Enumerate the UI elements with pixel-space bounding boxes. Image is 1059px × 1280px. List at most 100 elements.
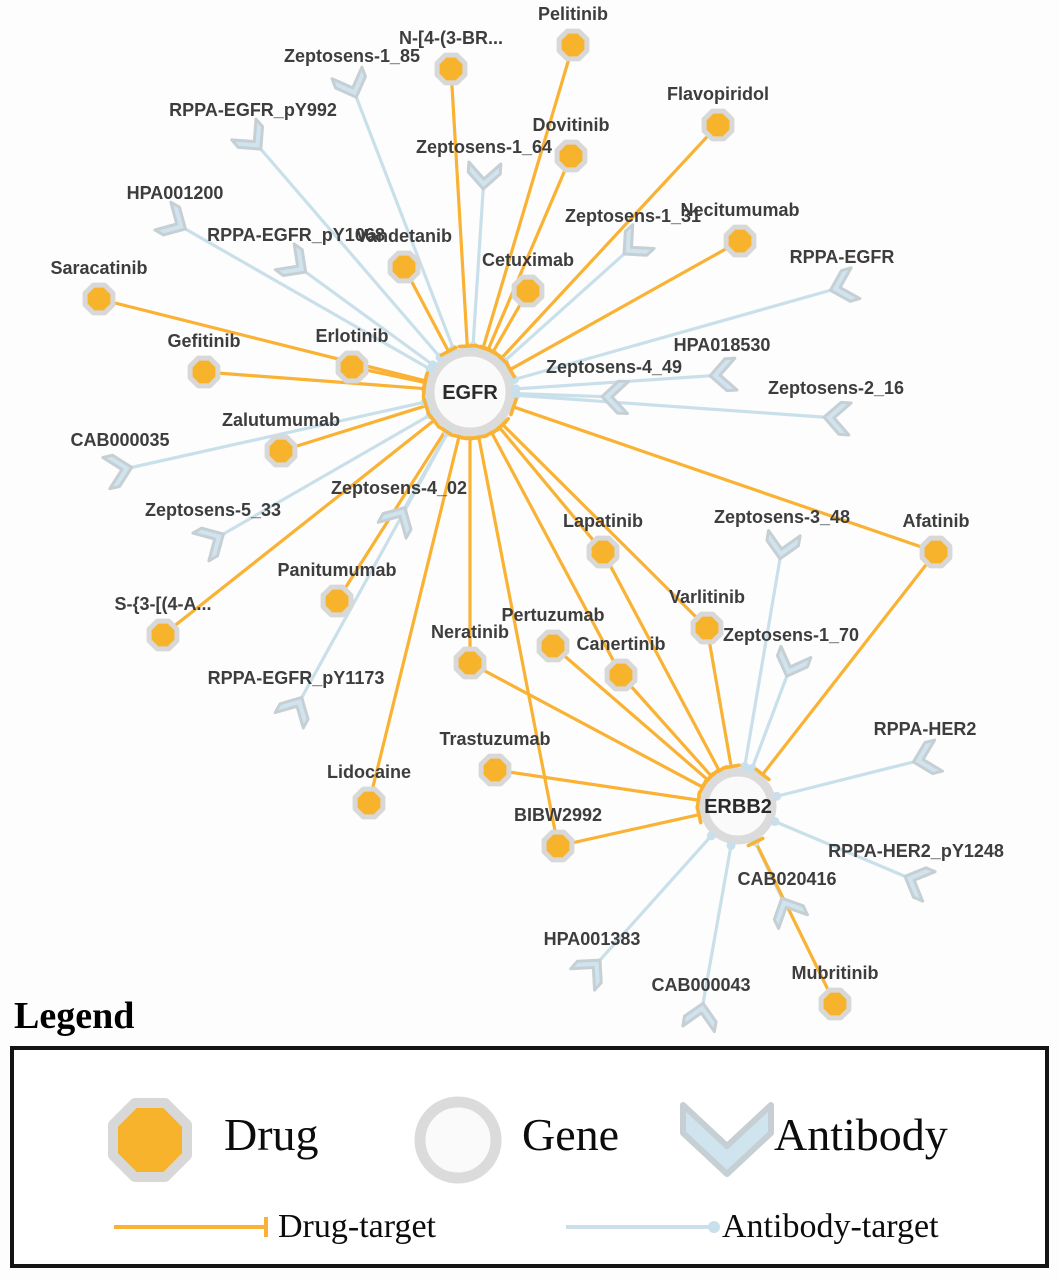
drug-edge-tee <box>484 346 502 358</box>
gene-node-egfr: EGFR <box>425 347 515 437</box>
antibody-node-label: Zeptosens-4_02 <box>331 478 467 498</box>
drug-edge-tee <box>427 412 441 429</box>
drug-edge-tee <box>504 360 516 379</box>
antibody-chevron <box>569 958 603 992</box>
antibody-edge-dot <box>706 831 716 841</box>
antibody-chevron <box>600 379 631 415</box>
antibody-node-label: HPA001200 <box>127 183 224 203</box>
antibody-edge-dot <box>747 764 757 774</box>
antibody-node-rppa-egfr <box>828 266 862 303</box>
antibody-node-cab000043 <box>681 1001 718 1034</box>
drug-target-edge <box>705 627 733 767</box>
antibody-edge-dot <box>740 762 750 772</box>
drug-target-edge <box>490 431 623 676</box>
drug-octagon <box>108 1098 192 1182</box>
drug-node-label: Erlotinib <box>316 326 389 346</box>
antibody-chevron <box>376 506 413 540</box>
antibody-chevron <box>775 644 813 678</box>
drug-node-zalutumumab <box>264 434 298 468</box>
drug-octagon <box>701 108 735 142</box>
drug-target-edge <box>512 405 937 554</box>
drug-node-erlotinib <box>335 350 369 384</box>
gene-circle <box>414 1096 502 1184</box>
drug-edge-tee <box>457 343 478 349</box>
drug-node-panitumumab <box>320 584 354 618</box>
drug-node-label: Necitumumab <box>680 200 799 220</box>
antibody-target-edge <box>776 757 926 798</box>
antibody-chevron <box>101 453 134 491</box>
drug-edge-tee <box>703 769 720 784</box>
antibody-node-zeptosens-4-49 <box>600 379 631 415</box>
drug-octagon <box>478 753 512 787</box>
antibody-node-label: RPPA-EGFR_pY1068 <box>207 225 385 245</box>
antibody-edge-dot <box>772 791 782 801</box>
drug-target-edge <box>280 404 427 453</box>
drug-node-label: Trastuzumab <box>439 729 550 749</box>
antibody-node-zeptosens-1-64 <box>466 160 503 191</box>
drug-node-label: N-[4-(3-BR... <box>399 28 503 48</box>
antibody-target-dot <box>708 1221 720 1233</box>
gene-node-erbb2: ERBB2 <box>699 767 777 845</box>
antibody-node-zeptosens-5-33 <box>191 526 225 563</box>
drug-node-varlitinib <box>690 611 724 645</box>
antibody-node-rppa-her2 <box>911 738 944 776</box>
drug-node-label: Lapatinib <box>563 511 643 531</box>
antibody-node-label: Zeptosens-1_31 <box>565 206 701 226</box>
antibody-node-label: Zeptosens-1_64 <box>416 137 552 157</box>
drug-node-label: Cetuximab <box>482 250 574 270</box>
antibody-edge-dot <box>511 390 521 400</box>
antibody-icon <box>680 1102 774 1177</box>
antibody-target-edge <box>699 845 733 1016</box>
drug-target-edge <box>203 370 425 391</box>
antibody-node-hpa001200 <box>153 200 187 237</box>
antibody-node-label: HPA018530 <box>674 335 771 355</box>
drug-node-pelitinib <box>556 28 590 62</box>
drug-node-flavopiridol <box>701 108 735 142</box>
drug-node-mubritinib <box>818 987 852 1021</box>
drug-node-neratinib <box>453 646 487 680</box>
antibody-chevron <box>466 160 503 191</box>
antibody-target-edge <box>119 400 426 472</box>
drug-octagon <box>335 350 369 384</box>
antibody-node-label: HPA001383 <box>544 929 641 949</box>
antibody-chevron <box>765 529 802 561</box>
antibody-target-edge <box>174 221 431 371</box>
drug-node-label: S-{3-[(4-A... <box>114 594 211 614</box>
antibody-node-zeptosens-1-31 <box>622 223 656 257</box>
drug-target-edge <box>498 426 605 554</box>
legend-drug-label: Drug <box>224 1109 319 1160</box>
drug-node-label: Flavopiridol <box>667 84 769 104</box>
drug-octagon <box>82 282 116 316</box>
drug-target-edge <box>500 123 720 360</box>
gene-circle <box>699 767 777 845</box>
antibody-node-label: CAB000043 <box>651 975 750 995</box>
drug-octagon <box>387 250 421 284</box>
drug-octagon <box>690 611 724 645</box>
drug-octagon <box>536 629 570 663</box>
drug-octagon <box>264 434 298 468</box>
drug-node-label: BIBW2992 <box>514 805 602 825</box>
drug-target-edge <box>501 423 709 630</box>
antibody-node-rppa-egfr-py1068 <box>273 242 308 278</box>
antibody-edge-dot <box>509 375 519 385</box>
antibody-node-label: Zeptosens-5_33 <box>145 500 281 520</box>
drug-node-n-4-3-br <box>434 52 468 86</box>
drug-edge-tee <box>509 397 518 417</box>
antibody-node-label: RPPA-EGFR_pY1173 <box>208 668 385 688</box>
antibody-target-edge <box>471 176 486 347</box>
antibody-node-rppa-egfr-py992 <box>230 117 265 151</box>
drug-node-afatinib <box>919 535 953 569</box>
drug-node-bibw2992 <box>541 829 575 863</box>
drug-target-edge <box>486 155 573 351</box>
antibody-chevron <box>822 400 853 437</box>
drug-octagon <box>320 584 354 618</box>
antibody-node-label: CAB000035 <box>70 430 169 450</box>
drug-edge-tee <box>721 763 741 770</box>
edge-marker-layer <box>420 341 782 850</box>
antibody-chevron <box>828 266 862 303</box>
drug-node-label: Lidocaine <box>327 762 411 782</box>
drug-node-label: Dovitinib <box>533 115 610 135</box>
drug-target-edge <box>494 768 699 802</box>
